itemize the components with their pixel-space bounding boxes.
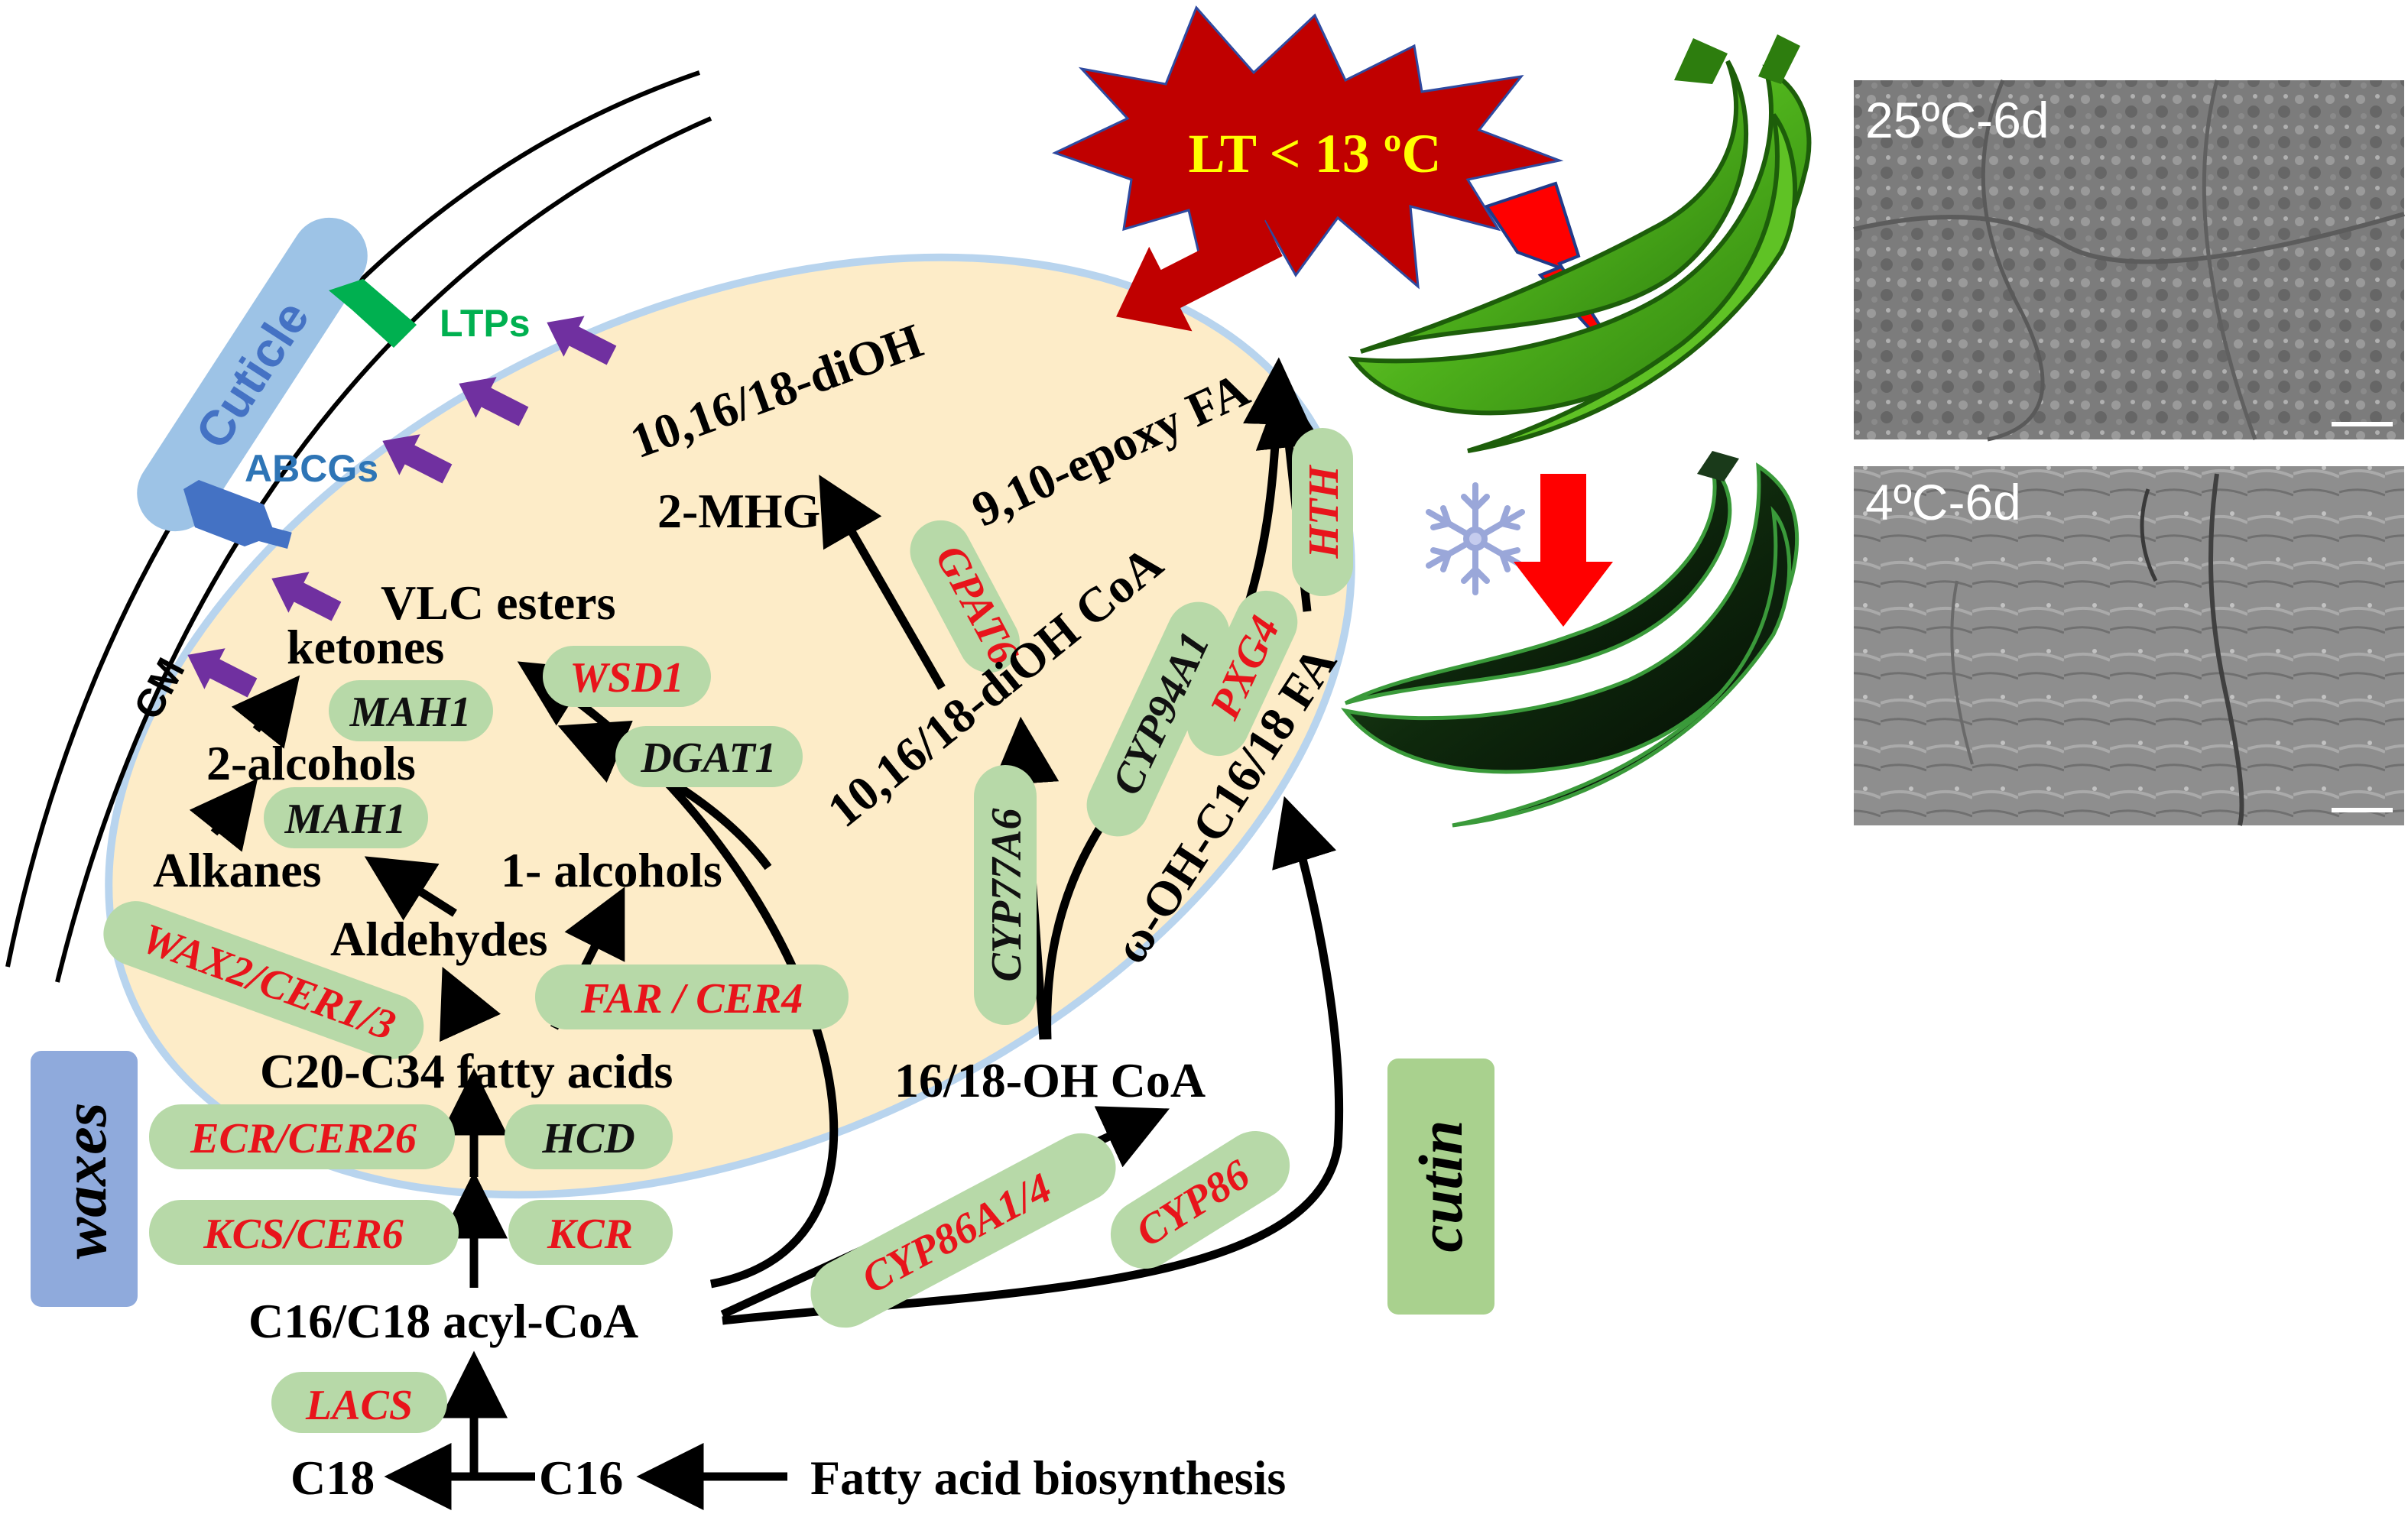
cutin-box: cutin bbox=[1387, 1059, 1494, 1315]
sem-top-label: 25ºC-6d bbox=[1865, 92, 2049, 148]
chilling-arrow bbox=[1514, 474, 1613, 627]
met-ketones: ketones bbox=[287, 620, 444, 674]
met-oh-coa: 16/18-OH CoA bbox=[894, 1053, 1206, 1107]
gene-hcd: HCD bbox=[541, 1115, 634, 1162]
cutin-label: cutin bbox=[1406, 1120, 1475, 1252]
gene-wsd1: WSD1 bbox=[570, 654, 683, 702]
gene-cyp77a6: CYP77A6 bbox=[983, 808, 1030, 981]
gene-mah1-a: MAH1 bbox=[284, 796, 407, 843]
lt-burst-text: LT < 13 ºC bbox=[1189, 123, 1442, 184]
gene-hth: HTH bbox=[1300, 465, 1348, 559]
gene-kcs-cer6: KCS/CER6 bbox=[203, 1211, 403, 1258]
met-c16: C16 bbox=[539, 1451, 623, 1505]
gene-far-cer4: FAR / CER4 bbox=[580, 975, 803, 1023]
gene-ecr-cer26: ECR/CER26 bbox=[190, 1115, 417, 1162]
ltp-transporter: LTPs bbox=[329, 279, 531, 348]
sem-bottom-label: 4ºC-6d bbox=[1865, 474, 2021, 530]
met-2-mhg: 2-MHG bbox=[657, 484, 820, 538]
abcgs-label: ABCGs bbox=[245, 447, 378, 490]
chilled-bananas bbox=[1341, 451, 1800, 828]
gene-pills bbox=[103, 428, 1353, 1433]
met-c20-c34: C20-C34 fatty acids bbox=[260, 1044, 673, 1098]
export-arrows bbox=[187, 316, 617, 698]
green-bananas bbox=[1348, 34, 1812, 453]
sem-image-25c: 25ºC-6d bbox=[1853, 79, 2405, 442]
stress-arrow bbox=[1116, 218, 1283, 332]
met-acyl-coa: C16/C18 acyl-CoA bbox=[248, 1294, 638, 1348]
gene-lacs: LACS bbox=[305, 1382, 413, 1429]
low-temperature-burst: LT < 13 ºC bbox=[1052, 5, 1564, 290]
sem-image-4c: 4ºC-6d bbox=[1854, 466, 2404, 826]
met-alkanes: Alkanes bbox=[153, 843, 322, 897]
cuticle-inner-line bbox=[55, 116, 712, 983]
met-2-alcohols: 2-alcohols bbox=[206, 736, 416, 790]
snowflake-icon bbox=[1426, 482, 1525, 595]
gene-kcr: KCR bbox=[547, 1211, 633, 1258]
gene-dgat1: DGAT1 bbox=[640, 734, 776, 782]
waxes-box: waxes bbox=[31, 1051, 138, 1307]
met-vlc-esters: VLC esters bbox=[381, 575, 615, 630]
waxes-label: waxes bbox=[50, 1103, 119, 1260]
gene-mah1-b: MAH1 bbox=[349, 689, 472, 736]
ltps-label: LTPs bbox=[440, 302, 531, 345]
abcg-transporter: ABCGs bbox=[183, 447, 378, 550]
met-1-alcohols: 1- alcohols bbox=[501, 843, 722, 897]
met-aldehydes: Aldehydes bbox=[330, 912, 548, 966]
met-fatty-acid-biosynthesis: Fatty acid biosynthesis bbox=[810, 1451, 1286, 1505]
met-c18: C18 bbox=[290, 1451, 375, 1505]
